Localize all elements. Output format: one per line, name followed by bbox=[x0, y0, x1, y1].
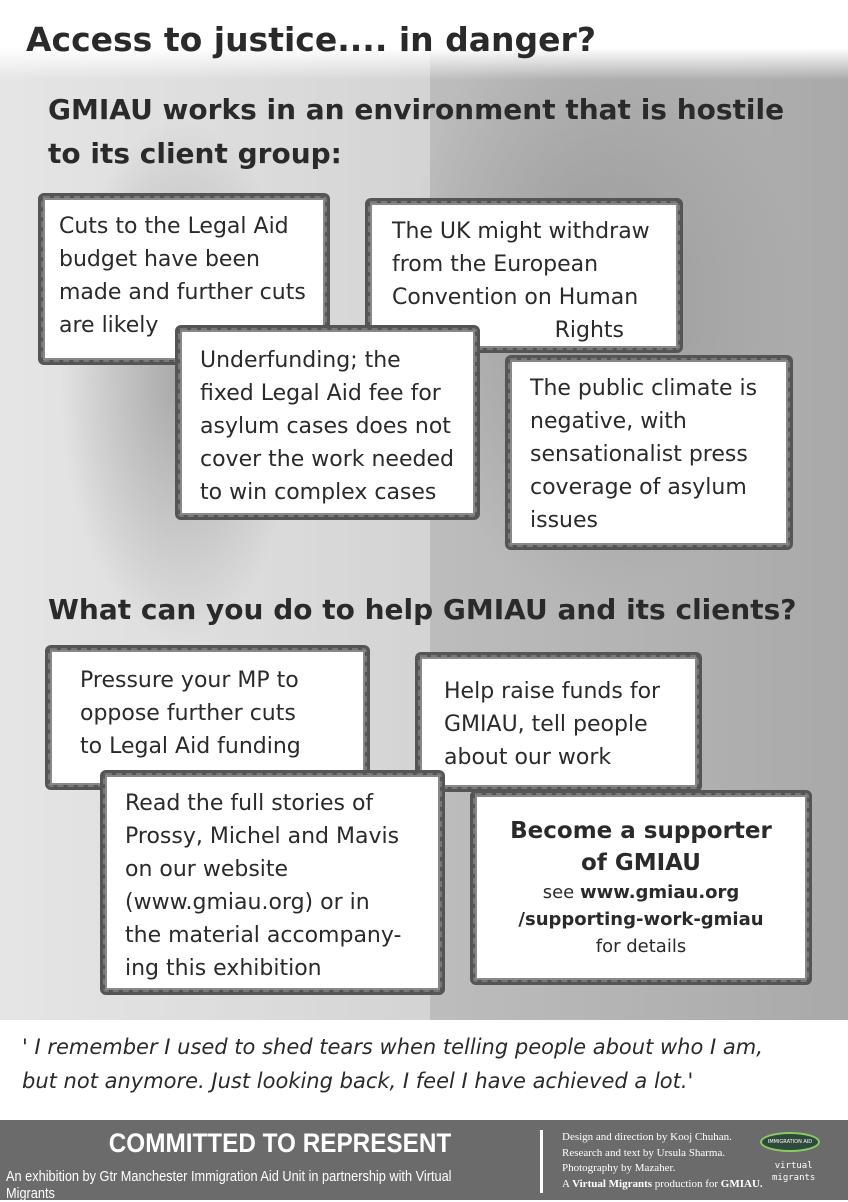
callout-read-stories: Read the full stories of Prossy, Michel … bbox=[100, 770, 445, 995]
callout-underfunding: Underfunding; the fixed Legal Aid fee fo… bbox=[175, 325, 480, 520]
text-line: Pressure your MP to bbox=[80, 668, 299, 693]
page-title: Access to justice.... in danger? bbox=[26, 20, 596, 59]
supporter-title: of GMIAU bbox=[581, 850, 701, 876]
text-line: from the European bbox=[392, 252, 599, 277]
text-line: Help raise funds for bbox=[444, 679, 661, 704]
heading-line: GMIAU works in an environment that is ho… bbox=[48, 93, 785, 126]
heading-line: to its client group: bbox=[48, 137, 342, 170]
text-line: cover the work needed bbox=[200, 447, 454, 472]
text-line: coverage of asylum bbox=[530, 475, 747, 500]
text-line: GMIAU, tell people bbox=[444, 712, 648, 737]
credit-text: GMIAU. bbox=[720, 1177, 763, 1190]
text-line: Underfunding; the bbox=[200, 348, 401, 373]
virtual-migrants-logo: virtual migrants bbox=[772, 1160, 815, 1184]
gmiau-logo: IMMIGRATION AID UNIT bbox=[760, 1132, 820, 1152]
section2-heading: What can you do to help GMIAU and its cl… bbox=[48, 593, 797, 626]
callout-become-supporter: Become a supporter of GMIAU see www.gmia… bbox=[470, 790, 812, 985]
details-label: for details bbox=[595, 936, 687, 957]
divider bbox=[540, 1130, 543, 1193]
quote-line: but not anymore. Just looking back, I fe… bbox=[22, 1069, 694, 1093]
text-line: asylum cases does not bbox=[200, 414, 451, 439]
text-line: on our website bbox=[125, 857, 289, 882]
text-line: The UK might withdraw bbox=[392, 219, 650, 244]
exhibition-subtitle: An exhibition by Gtr Manchester Immigrat… bbox=[6, 1168, 452, 1202]
credit-text: A bbox=[562, 1177, 573, 1190]
supporter-link-line: see www.gmiau.org bbox=[481, 879, 801, 906]
logo-text: virtual bbox=[774, 1161, 813, 1171]
credit-text: production for bbox=[652, 1177, 721, 1190]
text-line: Convention on Human bbox=[392, 285, 639, 310]
text-line: (www.gmiau.org) or in bbox=[125, 890, 370, 915]
text-line: oppose further cuts bbox=[80, 701, 296, 726]
credit-line: A Virtual Migrants production for GMIAU. bbox=[562, 1177, 763, 1193]
text-line: budget have been bbox=[59, 247, 260, 272]
callout-raise-funds: Help raise funds for GMIAU, tell people … bbox=[415, 652, 702, 792]
text-line: ing this exhibition bbox=[125, 956, 322, 981]
text-line: Rights bbox=[554, 318, 624, 343]
see-label: see bbox=[542, 882, 580, 903]
callout-pressure-mp: Pressure your MP to oppose further cuts … bbox=[45, 645, 370, 790]
credit-text: Virtual Migrants bbox=[572, 1177, 653, 1190]
website-link[interactable]: www.gmiau.org bbox=[579, 882, 740, 903]
text-line: The public climate is bbox=[530, 376, 758, 401]
text-line: are likely bbox=[59, 313, 159, 338]
text-line: Cuts to the Legal Aid bbox=[59, 214, 289, 239]
text-line: fixed Legal Aid fee for bbox=[200, 381, 441, 406]
text-line: made and further cuts bbox=[59, 280, 306, 305]
credit-line: Photography by Mazaher. bbox=[562, 1162, 676, 1174]
text-line: sensationalist press bbox=[530, 442, 748, 467]
credits: Design and direction by Kooj Chuhan. Res… bbox=[562, 1130, 763, 1192]
credit-line: Design and direction by Kooj Chuhan. bbox=[562, 1131, 732, 1143]
text-line: to win complex cases bbox=[200, 480, 437, 505]
text-line: Prossy, Michel and Mavis bbox=[125, 824, 400, 849]
text-line: negative, with bbox=[530, 409, 687, 434]
quote-line: ' I remember I used to shed tears when t… bbox=[22, 1035, 763, 1059]
text-line: Read the full stories of bbox=[125, 791, 374, 816]
callout-public-climate: The public climate is negative, with sen… bbox=[505, 355, 793, 550]
supporter-title: Become a supporter bbox=[510, 818, 772, 844]
text-line: the material accompany- bbox=[125, 923, 402, 948]
text-line: about our work bbox=[444, 745, 612, 770]
text-line: issues bbox=[530, 508, 598, 533]
supporting-work-link[interactable]: /supporting-work-gmiau bbox=[518, 909, 764, 930]
section1-heading: GMIAU works in an environment that is ho… bbox=[48, 88, 784, 176]
exhibition-title: COMMITTED TO REPRESENT bbox=[108, 1128, 452, 1158]
footer: COMMITTED TO REPRESENT An exhibition by … bbox=[0, 1120, 848, 1202]
credit-line: Research and text by Ursula Sharma. bbox=[562, 1146, 726, 1159]
logo-text: migrants bbox=[772, 1173, 816, 1183]
testimonial-quote: ' I remember I used to shed tears when t… bbox=[22, 1030, 763, 1098]
text-line: to Legal Aid funding bbox=[80, 734, 301, 759]
